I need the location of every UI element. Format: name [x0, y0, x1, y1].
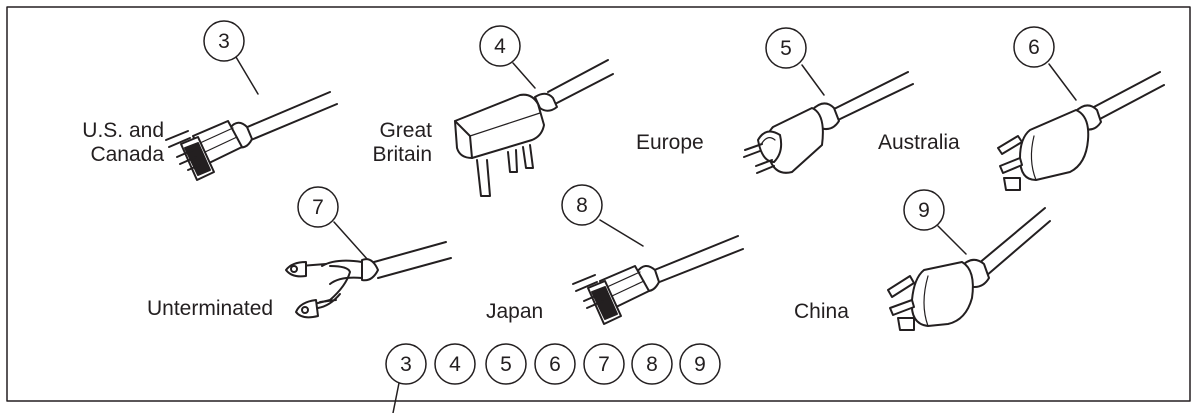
callout-4: 4 — [479, 25, 521, 67]
callout-5-number: 5 — [780, 37, 792, 60]
row-number-7: 7 — [583, 343, 625, 385]
plug-jp-icon — [572, 219, 744, 325]
row-number-9-circle — [679, 343, 721, 385]
callout-7: 7 — [297, 186, 339, 228]
plug-us-icon — [165, 56, 338, 181]
callout-7-number: 7 — [312, 196, 324, 219]
callout-7-circle — [297, 186, 339, 228]
label-china: China — [794, 300, 849, 323]
row-number-4: 4 — [434, 343, 476, 385]
callout-3: 3 — [203, 20, 245, 62]
row-number-4-number: 4 — [449, 353, 461, 376]
callout-3-number: 3 — [218, 30, 230, 53]
callout-8-circle — [561, 184, 603, 226]
callout-6-number: 6 — [1028, 36, 1040, 59]
callout-6-circle — [1013, 26, 1055, 68]
row-number-5: 5 — [485, 343, 527, 385]
row-number-3: 3 — [385, 343, 427, 385]
row-number-5-circle — [485, 343, 527, 385]
plug-au-icon — [997, 63, 1165, 191]
callout-6: 6 — [1013, 26, 1055, 68]
row-number-9-number: 9 — [694, 353, 706, 376]
callout-4-number: 4 — [494, 35, 506, 58]
row-number-8-circle — [631, 343, 673, 385]
row-number-9: 9 — [679, 343, 721, 385]
row-number-8: 8 — [631, 343, 673, 385]
plug-eu-icon — [743, 64, 914, 174]
callout-8-number: 8 — [576, 194, 588, 217]
label-great-britain: Great Britain — [372, 119, 432, 166]
callout-5-circle — [765, 27, 807, 69]
callout-9: 9 — [903, 189, 945, 231]
label-australia: Australia — [878, 131, 960, 154]
callout-3-circle — [203, 20, 245, 62]
label-us-canada: U.S. and Canada — [82, 119, 164, 166]
row-number-6-circle — [534, 343, 576, 385]
callout-8: 8 — [561, 184, 603, 226]
row-number-7-number: 7 — [598, 353, 610, 376]
row-number-4-circle — [434, 343, 476, 385]
row-number-3-circle — [385, 343, 427, 385]
row-number-3-number: 3 — [400, 353, 412, 376]
row-number-6: 6 — [534, 343, 576, 385]
plug-gb-icon — [454, 59, 614, 197]
plug-cn-icon — [887, 207, 1051, 331]
label-unterminated: Unterminated — [147, 297, 274, 320]
label-japan: Japan — [486, 300, 544, 323]
row-number-8-number: 8 — [646, 353, 658, 376]
callout-9-circle — [903, 189, 945, 231]
callout-5: 5 — [765, 27, 807, 69]
callout-4-circle — [479, 25, 521, 67]
cable-unterminated-icon — [285, 221, 452, 319]
row-number-6-number: 6 — [549, 353, 561, 376]
callout-9-number: 9 — [918, 199, 930, 222]
label-europe: Europe — [636, 131, 704, 154]
row-number-5-number: 5 — [500, 353, 512, 376]
row-number-7-circle — [583, 343, 625, 385]
